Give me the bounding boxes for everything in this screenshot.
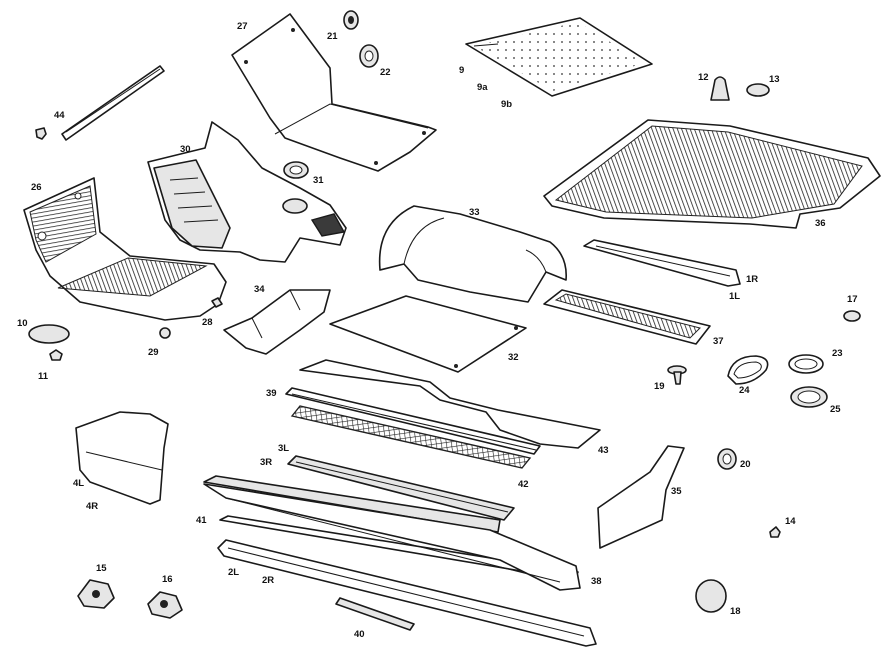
part-15-bracket: [77, 579, 115, 609]
label-9a: 9a: [477, 82, 488, 93]
part-24-oval-seal: [727, 355, 769, 385]
part-17-button: [843, 310, 861, 322]
part-13-cap: [746, 83, 770, 97]
label-23: 23: [832, 348, 843, 359]
part-16-bracket: [147, 591, 183, 619]
label-39: 39: [266, 388, 277, 399]
part-3-grille-panel: [290, 405, 532, 469]
label-21: 21: [327, 31, 338, 42]
label-26: 26: [31, 182, 42, 193]
part-26-floor-mat: [23, 177, 227, 321]
part-27-floor-panel: [231, 13, 437, 172]
label-22: 22: [380, 67, 391, 78]
label-29: 29: [148, 347, 159, 358]
label-15: 15: [96, 563, 107, 574]
label-41: 41: [196, 515, 207, 526]
label-19: 19: [654, 381, 665, 392]
label-20: 20: [740, 459, 751, 470]
label-9: 9: [459, 65, 465, 76]
label-16: 16: [162, 574, 173, 585]
part-39-trim-strip: [285, 387, 541, 455]
label-3R: 3R: [260, 457, 273, 468]
part-44-trim-strip: [35, 65, 165, 141]
label-2L: 2L: [228, 567, 240, 578]
label-44: 44: [54, 110, 65, 121]
part-36-trunk-mat: [543, 119, 881, 229]
part-20-grommet: [717, 448, 737, 470]
label-2R: 2R: [262, 575, 275, 586]
part-9-dotted-mat: [465, 17, 653, 97]
part-4-quarter-panel: [75, 411, 169, 505]
part-33-tunnel-cover: [378, 205, 567, 303]
part-14-clip: [769, 526, 781, 538]
part-35-side-panel: [597, 445, 685, 549]
label-10: 10: [17, 318, 28, 329]
label-24: 24: [739, 385, 750, 396]
label-1R: 1R: [746, 274, 759, 285]
label-37: 37: [713, 336, 724, 347]
label-40: 40: [354, 629, 365, 640]
part-40-bar: [335, 597, 415, 631]
label-35: 35: [671, 486, 682, 497]
part-10-disc: [28, 324, 70, 344]
label-30: 30: [180, 144, 191, 155]
label-43: 43: [598, 445, 609, 456]
part-21-grommet: [343, 10, 359, 30]
label-4R: 4R: [86, 501, 99, 512]
label-36: 36: [815, 218, 826, 229]
label-33: 33: [469, 207, 480, 218]
part-28-clip: [211, 297, 223, 308]
part-2-rocker: [217, 539, 597, 647]
part-34-channel-bracket: [223, 289, 331, 355]
label-31: 31: [313, 175, 324, 186]
label-38: 38: [591, 576, 602, 587]
part-32-flat-panel: [329, 295, 527, 373]
part-18-plug: [695, 579, 727, 613]
label-18: 18: [730, 606, 741, 617]
label-17: 17: [847, 294, 858, 305]
part-30-center-console: [147, 121, 347, 263]
part-22-grommet: [359, 44, 379, 68]
part-23-grommet: [788, 354, 824, 374]
label-28: 28: [202, 317, 213, 328]
part-43-long-panel: [299, 359, 601, 449]
part-1-sill-strip: [583, 239, 741, 287]
part-19-pushpin: [667, 365, 687, 385]
part-31-ring-seal: [283, 161, 309, 179]
label-27: 27: [237, 21, 248, 32]
label-13: 13: [769, 74, 780, 85]
label-9b: 9b: [501, 99, 513, 110]
part-25-grommet: [790, 386, 828, 408]
label-14: 14: [785, 516, 796, 527]
label-32: 32: [508, 352, 519, 363]
part-12-plug: [710, 76, 730, 101]
label-11: 11: [38, 371, 49, 382]
part-37-ribbed-mat: [543, 289, 711, 345]
label-34: 34: [254, 284, 265, 295]
part-29-fastener: [159, 327, 171, 339]
label-4L: 4L: [73, 478, 85, 489]
part-42-rail: [287, 455, 515, 521]
label-12: 12: [698, 72, 709, 83]
part-38-sill: [203, 483, 581, 591]
part-11-clip: [49, 349, 63, 361]
label-3L: 3L: [278, 443, 290, 454]
label-42: 42: [518, 479, 529, 490]
label-25: 25: [830, 404, 841, 415]
label-1L: 1L: [729, 291, 741, 302]
